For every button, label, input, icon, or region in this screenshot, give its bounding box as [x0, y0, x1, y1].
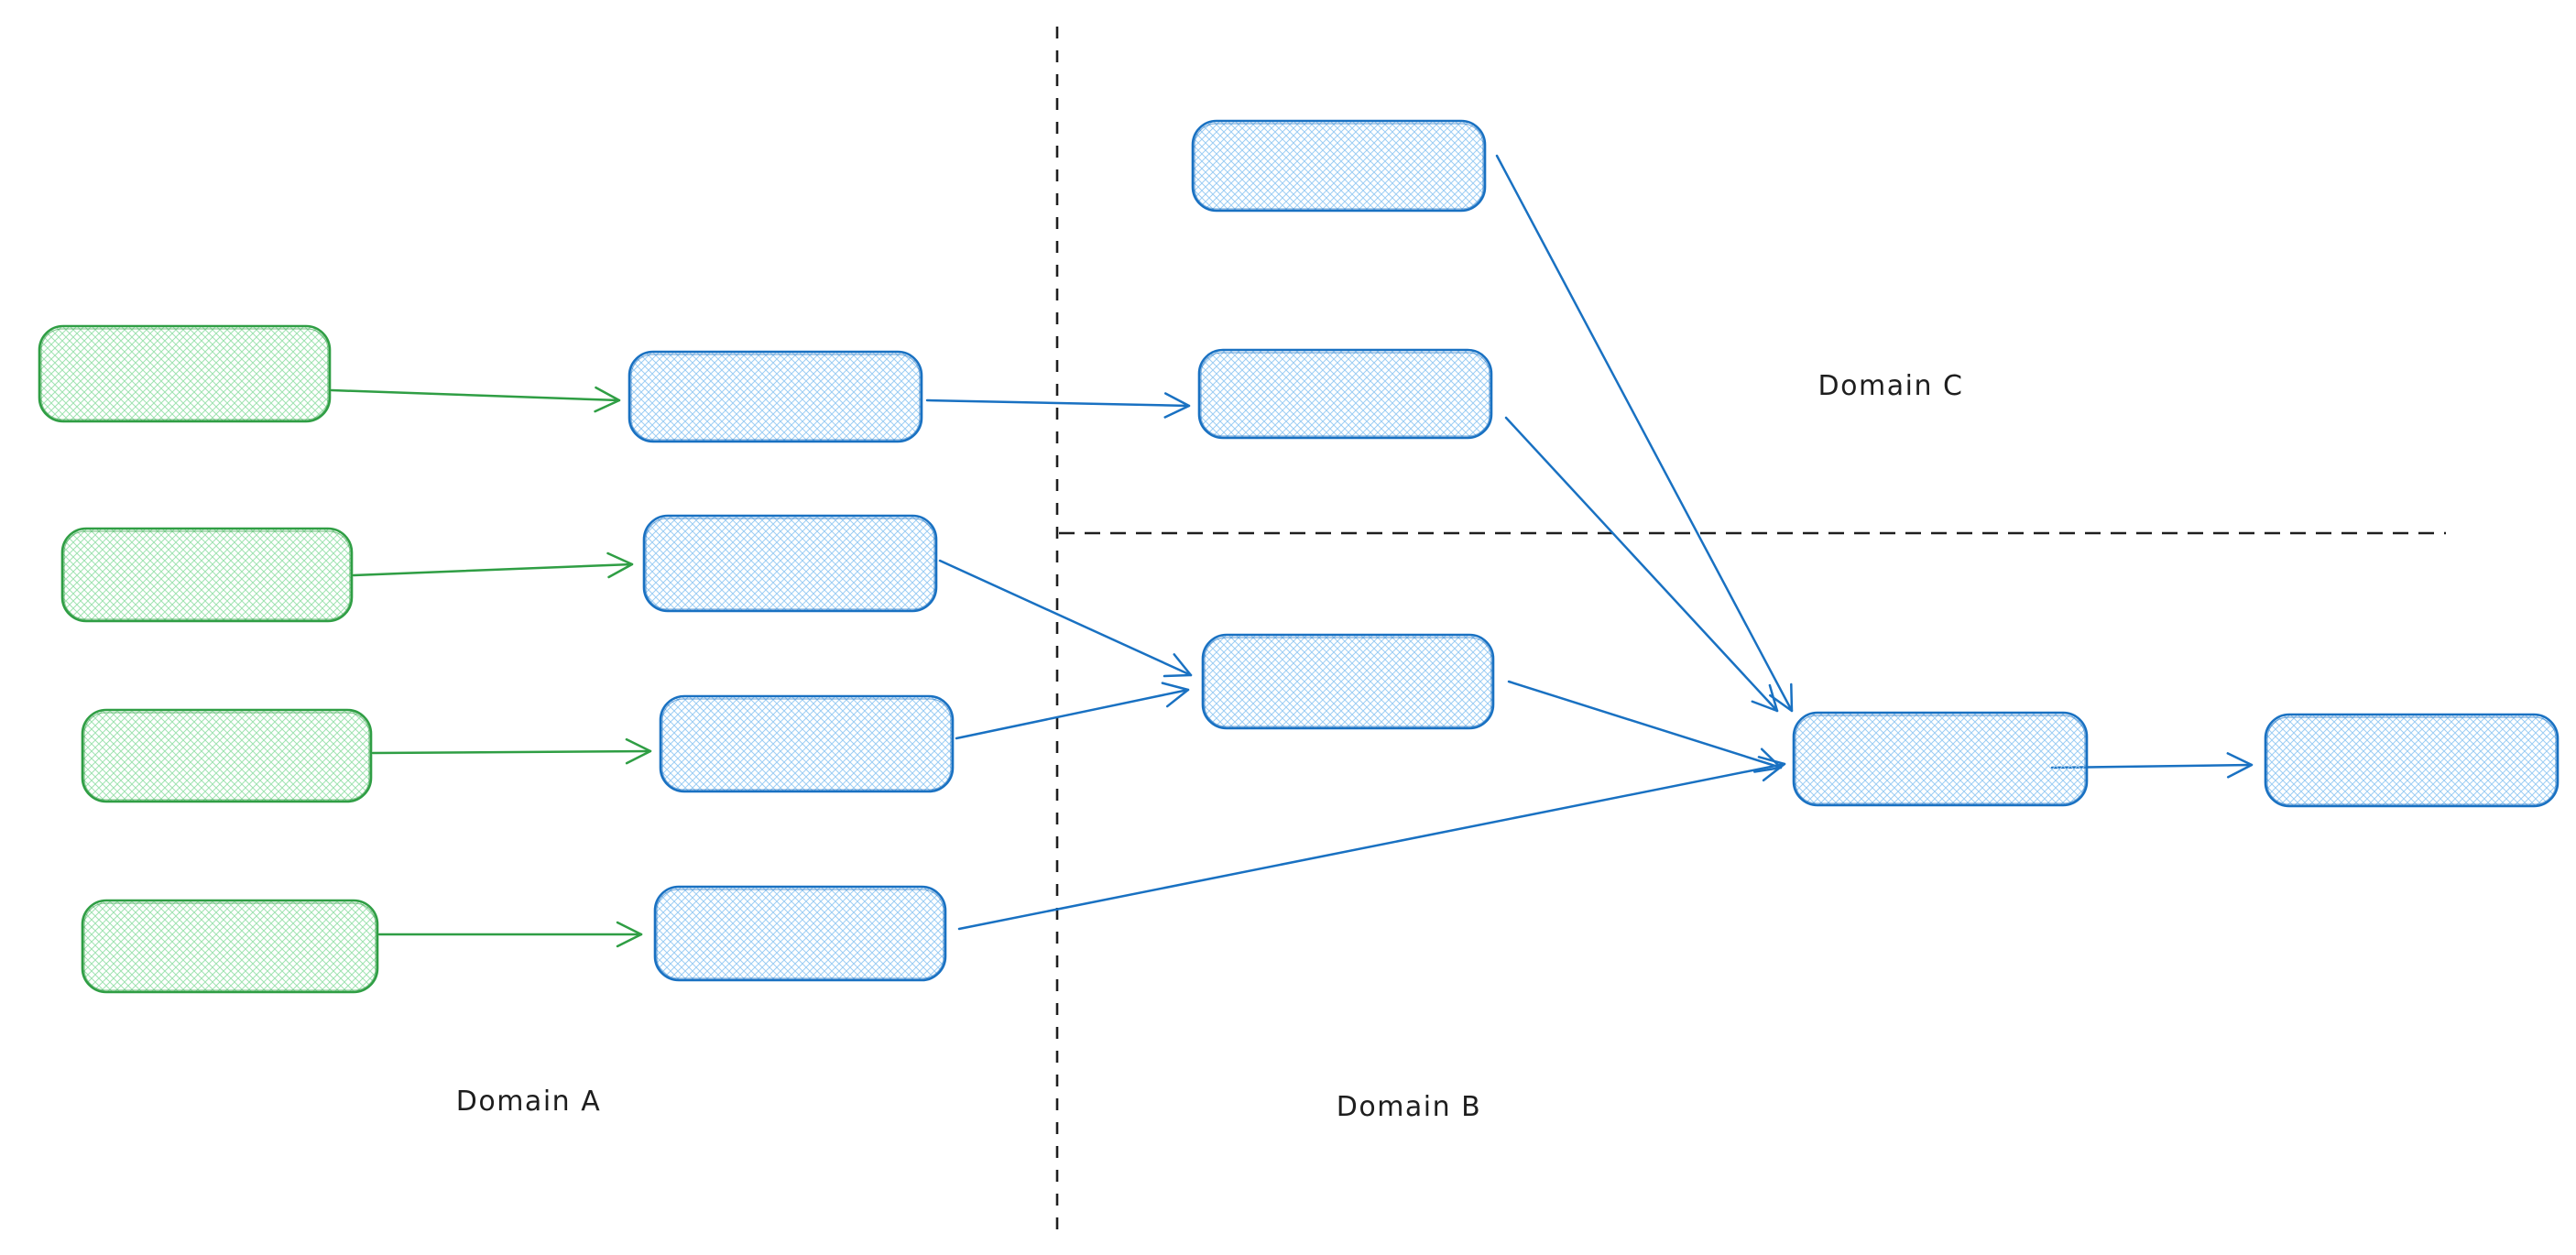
node-m2-domain-A — [642, 514, 938, 613]
node-c2-shape — [1197, 348, 1493, 440]
label-domain-c: Domain C — [1818, 370, 1964, 402]
node-out-sketch-stroke — [2266, 716, 2557, 805]
node-a3-shape — [81, 708, 373, 803]
node-m3-shape — [659, 694, 955, 793]
node-m4-domain-A — [653, 885, 947, 982]
node-m1-domain-A — [628, 350, 923, 443]
node-a2-sketch-stroke — [63, 530, 351, 620]
edge-m4-to-hub — [957, 756, 1786, 931]
node-b1-shape — [1201, 633, 1495, 730]
label-domain-a: Domain A — [456, 1086, 601, 1118]
node-c1-sketch-stroke — [1194, 123, 1484, 210]
label-domain-b: Domain B — [1337, 1091, 1482, 1123]
domain-divider-lines — [1055, 27, 2446, 1235]
node-m1-shape — [628, 350, 923, 443]
node-a3-sketch-stroke — [83, 712, 370, 801]
node-a1-shape — [38, 324, 332, 423]
diagram-nodes — [38, 119, 2560, 994]
node-out-domain-B — [2264, 713, 2560, 808]
edge-a2-to-m2 — [352, 551, 634, 579]
node-a2-shape — [60, 527, 354, 623]
node-a4-domain-A — [81, 899, 379, 994]
node-c1-domain-C — [1191, 119, 1487, 213]
edge-b1-to-hub — [1507, 680, 1783, 773]
node-a4-shape — [81, 899, 379, 994]
node-m3-domain-A — [659, 694, 955, 793]
domain-labels: Domain A Domain B Domain C — [456, 370, 1964, 1123]
edge-m3-to-b1 — [955, 682, 1190, 740]
node-b1-domain-B — [1201, 633, 1495, 730]
node-a3-domain-A — [81, 708, 373, 803]
node-a1-domain-A — [38, 324, 332, 423]
node-a4-sketch-stroke — [83, 902, 377, 991]
node-m4-sketch-stroke — [656, 889, 944, 979]
node-out-shape — [2264, 713, 2560, 808]
node-m3-sketch-stroke — [661, 698, 952, 791]
flow-arrows — [330, 154, 2254, 948]
edge-c2-to-hub — [1504, 416, 1779, 713]
node-m2-shape — [642, 514, 938, 613]
node-a2-domain-A — [60, 527, 354, 623]
node-hub-sketch-stroke — [1795, 715, 2086, 804]
node-hub-domain-B — [1792, 711, 2089, 807]
node-c2-domain-C — [1197, 348, 1493, 440]
node-a1-sketch-stroke — [40, 328, 329, 420]
node-hub-shape — [1792, 711, 2089, 807]
edge-m2-to-b1 — [938, 559, 1193, 678]
edge-c1-to-hub — [1495, 154, 1794, 713]
node-c2-sketch-stroke — [1200, 352, 1490, 437]
node-b1-sketch-stroke — [1204, 637, 1492, 727]
node-m1-sketch-stroke — [630, 354, 921, 441]
node-c1-shape — [1191, 119, 1487, 213]
edge-a3-to-m3 — [371, 737, 652, 765]
edge-a1-to-m1 — [330, 386, 621, 413]
edge-m1-to-c2 — [925, 392, 1191, 419]
node-m4-shape — [653, 885, 947, 982]
node-m2-sketch-stroke — [645, 518, 935, 610]
